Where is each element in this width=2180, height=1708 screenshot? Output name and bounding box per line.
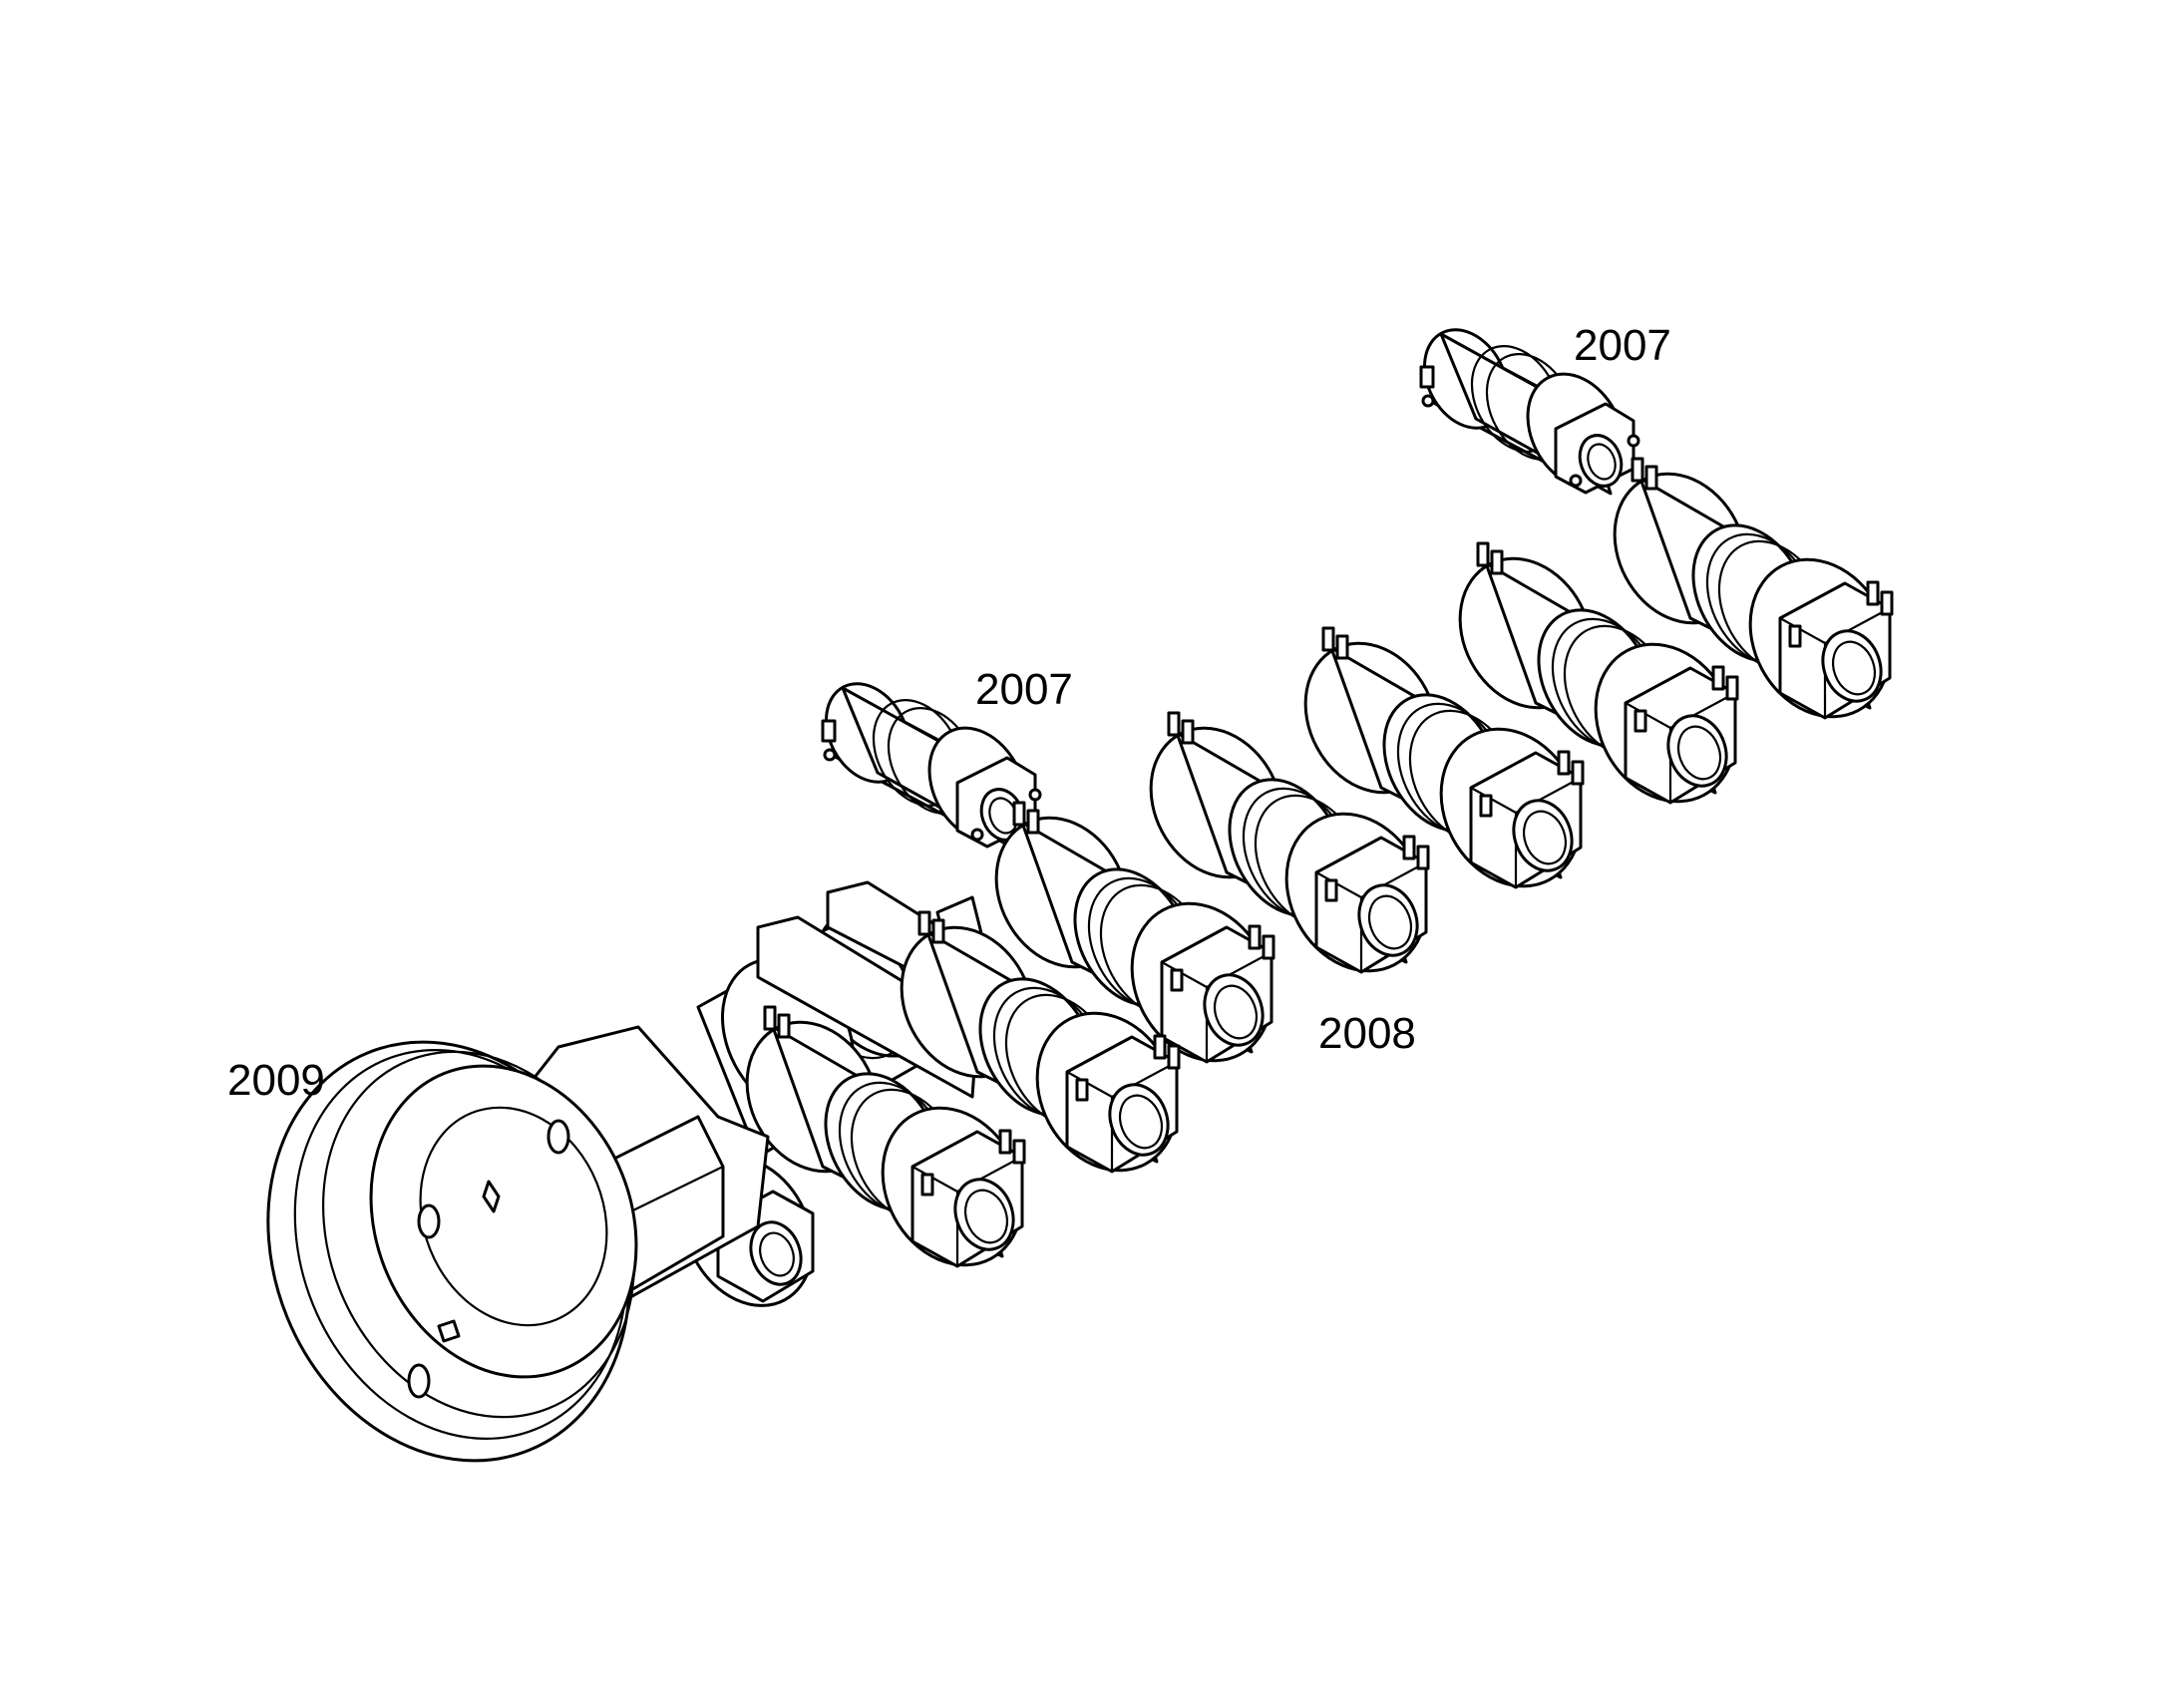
idler-drawing xyxy=(266,1040,638,1463)
label-track-roller: 2008 xyxy=(1318,1009,1416,1058)
label-idler: 2009 xyxy=(227,1056,325,1105)
label-carrier-roller-upper: 2007 xyxy=(1574,321,1671,370)
label-carrier-roller-lower: 2007 xyxy=(975,665,1073,714)
